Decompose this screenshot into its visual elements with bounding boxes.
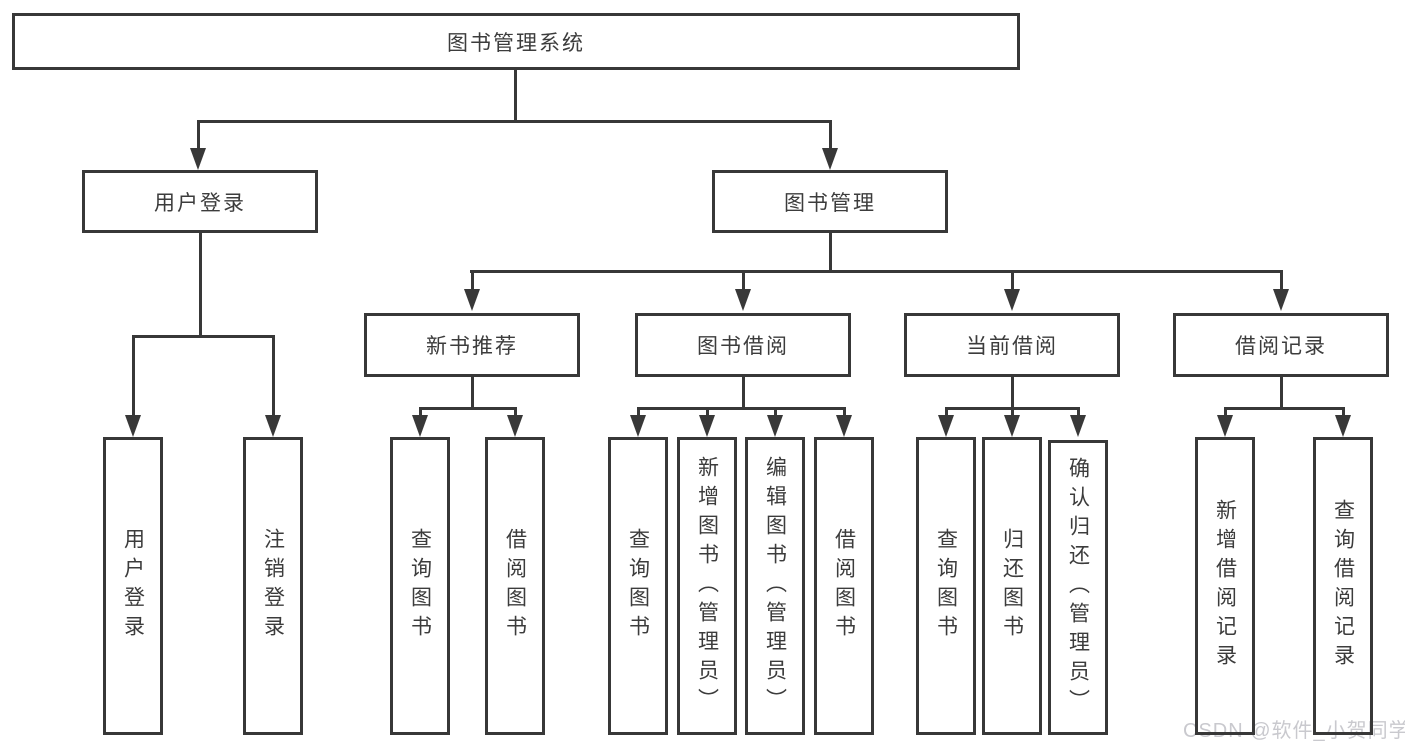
arrow-down-icon bbox=[464, 289, 480, 311]
connector-vline bbox=[199, 233, 202, 337]
connector-vline bbox=[1011, 407, 1014, 417]
node-user-login: 用户登录 bbox=[82, 170, 318, 233]
node-current-borrowing: 当前借阅 bbox=[904, 313, 1120, 377]
arrow-down-icon bbox=[767, 415, 783, 437]
connector-vline bbox=[1011, 270, 1014, 293]
node-leaf-add-book-admin: 新增图书（管理员） bbox=[677, 437, 737, 735]
arrow-down-icon bbox=[412, 415, 428, 437]
node-leaf-search-book-3: 查询图书 bbox=[916, 437, 976, 735]
connector-vline bbox=[132, 335, 135, 416]
connector-vline bbox=[829, 120, 832, 152]
connector-vline bbox=[742, 377, 745, 409]
arrow-down-icon bbox=[822, 148, 838, 170]
arrow-down-icon bbox=[1004, 415, 1020, 437]
connector-vline bbox=[637, 407, 640, 417]
connector-vline bbox=[829, 233, 832, 272]
arrow-down-icon bbox=[699, 415, 715, 437]
node-leaf-add-borrow-record: 新增借阅记录 bbox=[1195, 437, 1255, 735]
arrow-down-icon bbox=[1273, 289, 1289, 311]
node-leaf-search-book-1: 查询图书 bbox=[390, 437, 450, 735]
connector-vline bbox=[514, 70, 517, 123]
node-leaf-confirm-return-admin: 确认归还（管理员） bbox=[1048, 440, 1108, 735]
node-leaf-search-borrow-record: 查询借阅记录 bbox=[1313, 437, 1373, 735]
connector-vline bbox=[419, 407, 422, 417]
arrow-down-icon bbox=[1070, 415, 1086, 437]
connector-vline bbox=[843, 407, 846, 417]
connector-hline bbox=[1224, 407, 1344, 410]
connector-vline bbox=[1280, 270, 1283, 293]
node-leaf-edit-book-admin: 编辑图书（管理员） bbox=[745, 437, 805, 735]
connector-vline bbox=[945, 407, 948, 417]
arrow-down-icon bbox=[1004, 289, 1020, 311]
connector-hline bbox=[470, 270, 1283, 273]
arrow-down-icon bbox=[630, 415, 646, 437]
watermark: CSDN @软件_小贺同学 bbox=[1183, 720, 1405, 742]
node-leaf-search-book-2: 查询图书 bbox=[608, 437, 668, 735]
connector-hline bbox=[132, 335, 275, 338]
node-leaf-logout: 注销登录 bbox=[243, 437, 303, 735]
node-leaf-user-login: 用户登录 bbox=[103, 437, 163, 735]
node-book-borrowing: 图书借阅 bbox=[635, 313, 851, 377]
arrow-down-icon bbox=[125, 415, 141, 437]
node-leaf-borrow-book-1: 借阅图书 bbox=[485, 437, 545, 735]
connector-hline bbox=[419, 407, 517, 410]
connector-vline bbox=[1011, 377, 1014, 409]
arrow-down-icon bbox=[190, 148, 206, 170]
node-new-book-recommend: 新书推荐 bbox=[364, 313, 580, 377]
node-leaf-return-book: 归还图书 bbox=[982, 437, 1042, 735]
node-library-system: 图书管理系统 bbox=[12, 13, 1020, 70]
node-borrowing-records: 借阅记录 bbox=[1173, 313, 1389, 377]
arrow-down-icon bbox=[1217, 415, 1233, 437]
arrow-down-icon bbox=[507, 415, 523, 437]
arrow-down-icon bbox=[735, 289, 751, 311]
connector-vline bbox=[1077, 407, 1080, 417]
connector-vline bbox=[514, 407, 517, 417]
connector-vline bbox=[1280, 377, 1283, 409]
connector-vline bbox=[742, 270, 745, 293]
connector-vline bbox=[471, 377, 474, 409]
connector-vline bbox=[197, 120, 200, 152]
arrow-down-icon bbox=[938, 415, 954, 437]
arrow-down-icon bbox=[836, 415, 852, 437]
connector-vline bbox=[706, 407, 709, 417]
node-leaf-borrow-book-2: 借阅图书 bbox=[814, 437, 874, 735]
connector-vline bbox=[774, 407, 777, 417]
connector-vline bbox=[471, 270, 474, 293]
connector-vline bbox=[1224, 407, 1227, 417]
arrow-down-icon bbox=[1335, 415, 1351, 437]
connector-vline bbox=[272, 335, 275, 416]
connector-hline bbox=[637, 407, 846, 410]
node-book-management: 图书管理 bbox=[712, 170, 948, 233]
connector-hline bbox=[197, 120, 832, 123]
connector-vline bbox=[1342, 407, 1345, 417]
arrow-down-icon bbox=[265, 415, 281, 437]
